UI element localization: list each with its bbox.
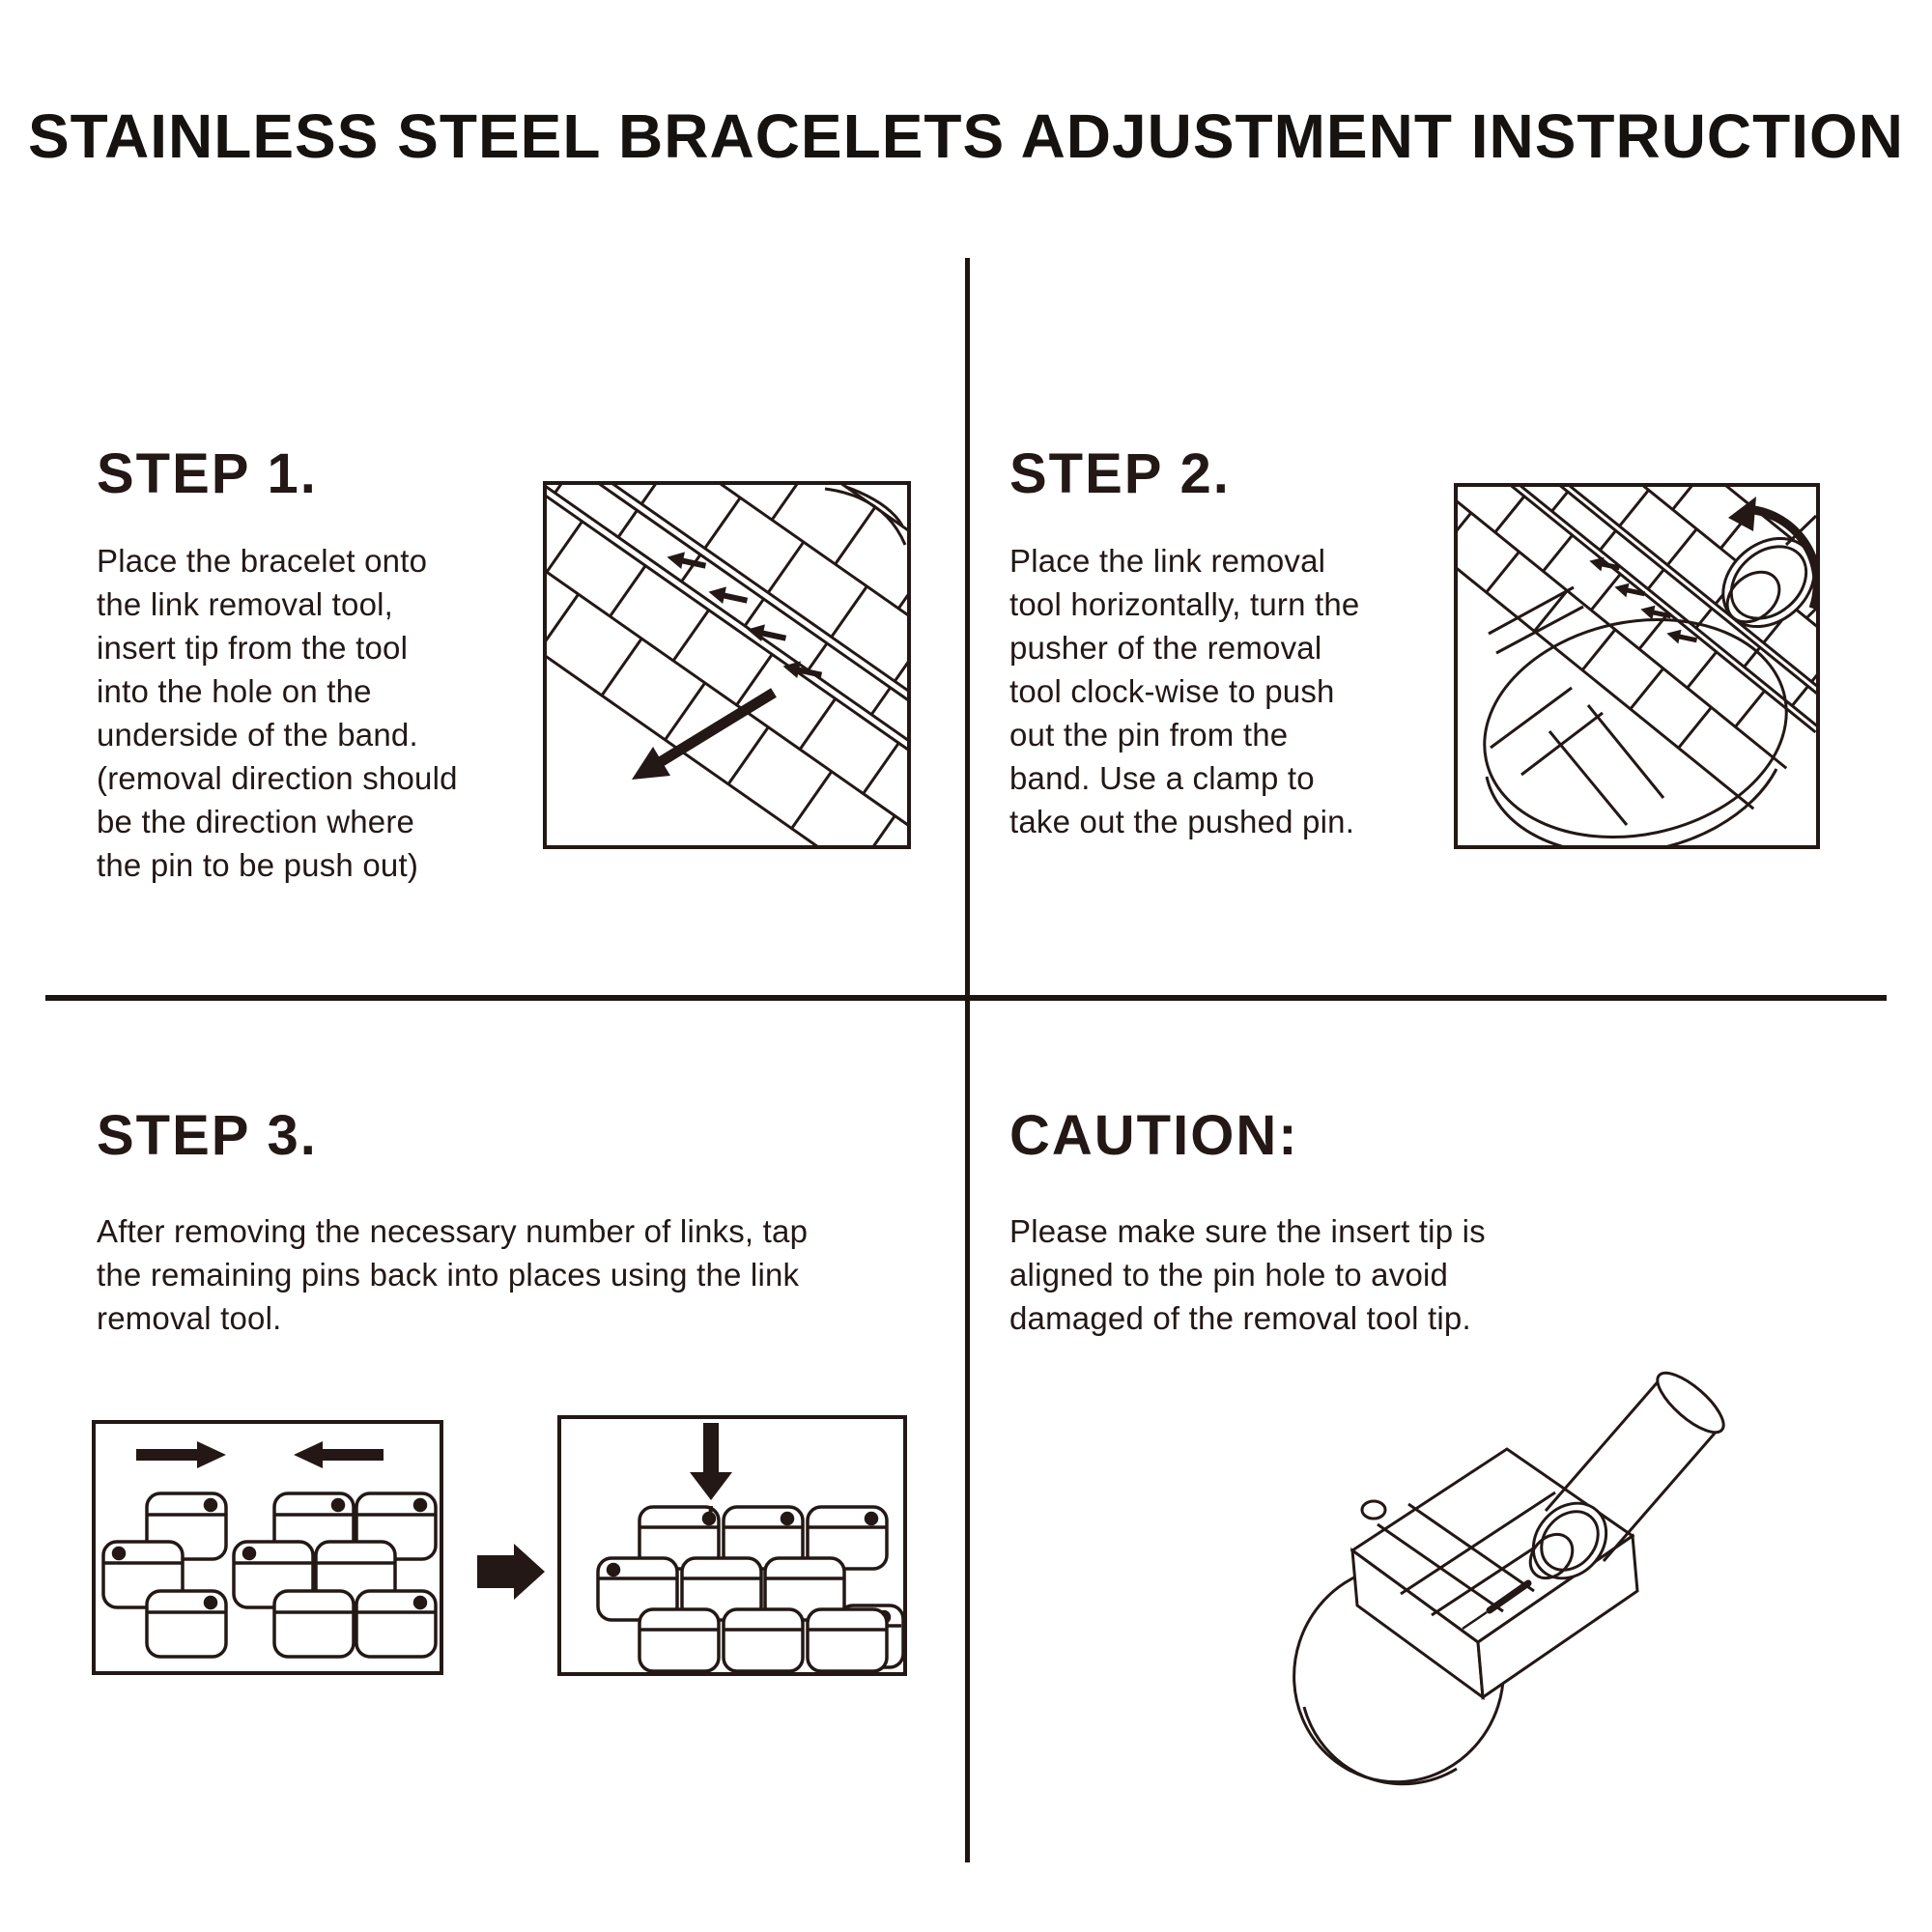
step1-body: Place the bracelet onto the link removal… [97,543,458,883]
link-group-left [101,1492,228,1659]
clockwise-rotation-arrow [1728,497,1816,611]
insert-tip-pin [1462,1579,1532,1631]
links-joined-illustration [596,1423,903,1672]
step3-body: After removing the necessary number of l… [97,1213,809,1336]
link-group-right [232,1492,438,1659]
right-block-arrow-icon [477,1544,545,1600]
tap-down-arrow [690,1423,732,1520]
pin-direction-arrows [667,552,823,678]
removal-direction-arrow [632,688,777,780]
caution-body: Please make sure the insert tip is align… [1009,1213,1486,1336]
vertical-divider [965,258,970,1862]
caution-heading: CAUTION: [1009,1104,1299,1167]
step1-heading: STEP 1. [97,442,318,505]
step2-heading: STEP 2. [1009,442,1231,505]
step3-separated-links-box [92,1420,443,1675]
step3-joined-links-box [557,1415,907,1676]
link-group-joined [596,1505,903,1672]
step2-illustration-box [1454,483,1820,849]
step1-illustration-box [543,481,911,849]
arrow-left-icon [294,1441,384,1468]
bracelet-on-tool-illustration [547,485,907,845]
removal-tool-illustration [1293,1371,1725,1786]
horizontal-divider [45,995,1887,1001]
pin-direction-arrows [1589,556,1698,644]
links-separated-illustration [101,1441,438,1659]
step3-heading: STEP 3. [97,1104,318,1167]
page-title: STAINLESS STEEL BRACELETS ADJUSTMENT INS… [27,101,1905,171]
pusher-handle [1544,1371,1725,1562]
arrow-right-icon [136,1441,226,1468]
removal-tool-rotation-illustration [1458,487,1816,845]
step2-body: Place the link removal tool horizontally… [1009,543,1360,839]
